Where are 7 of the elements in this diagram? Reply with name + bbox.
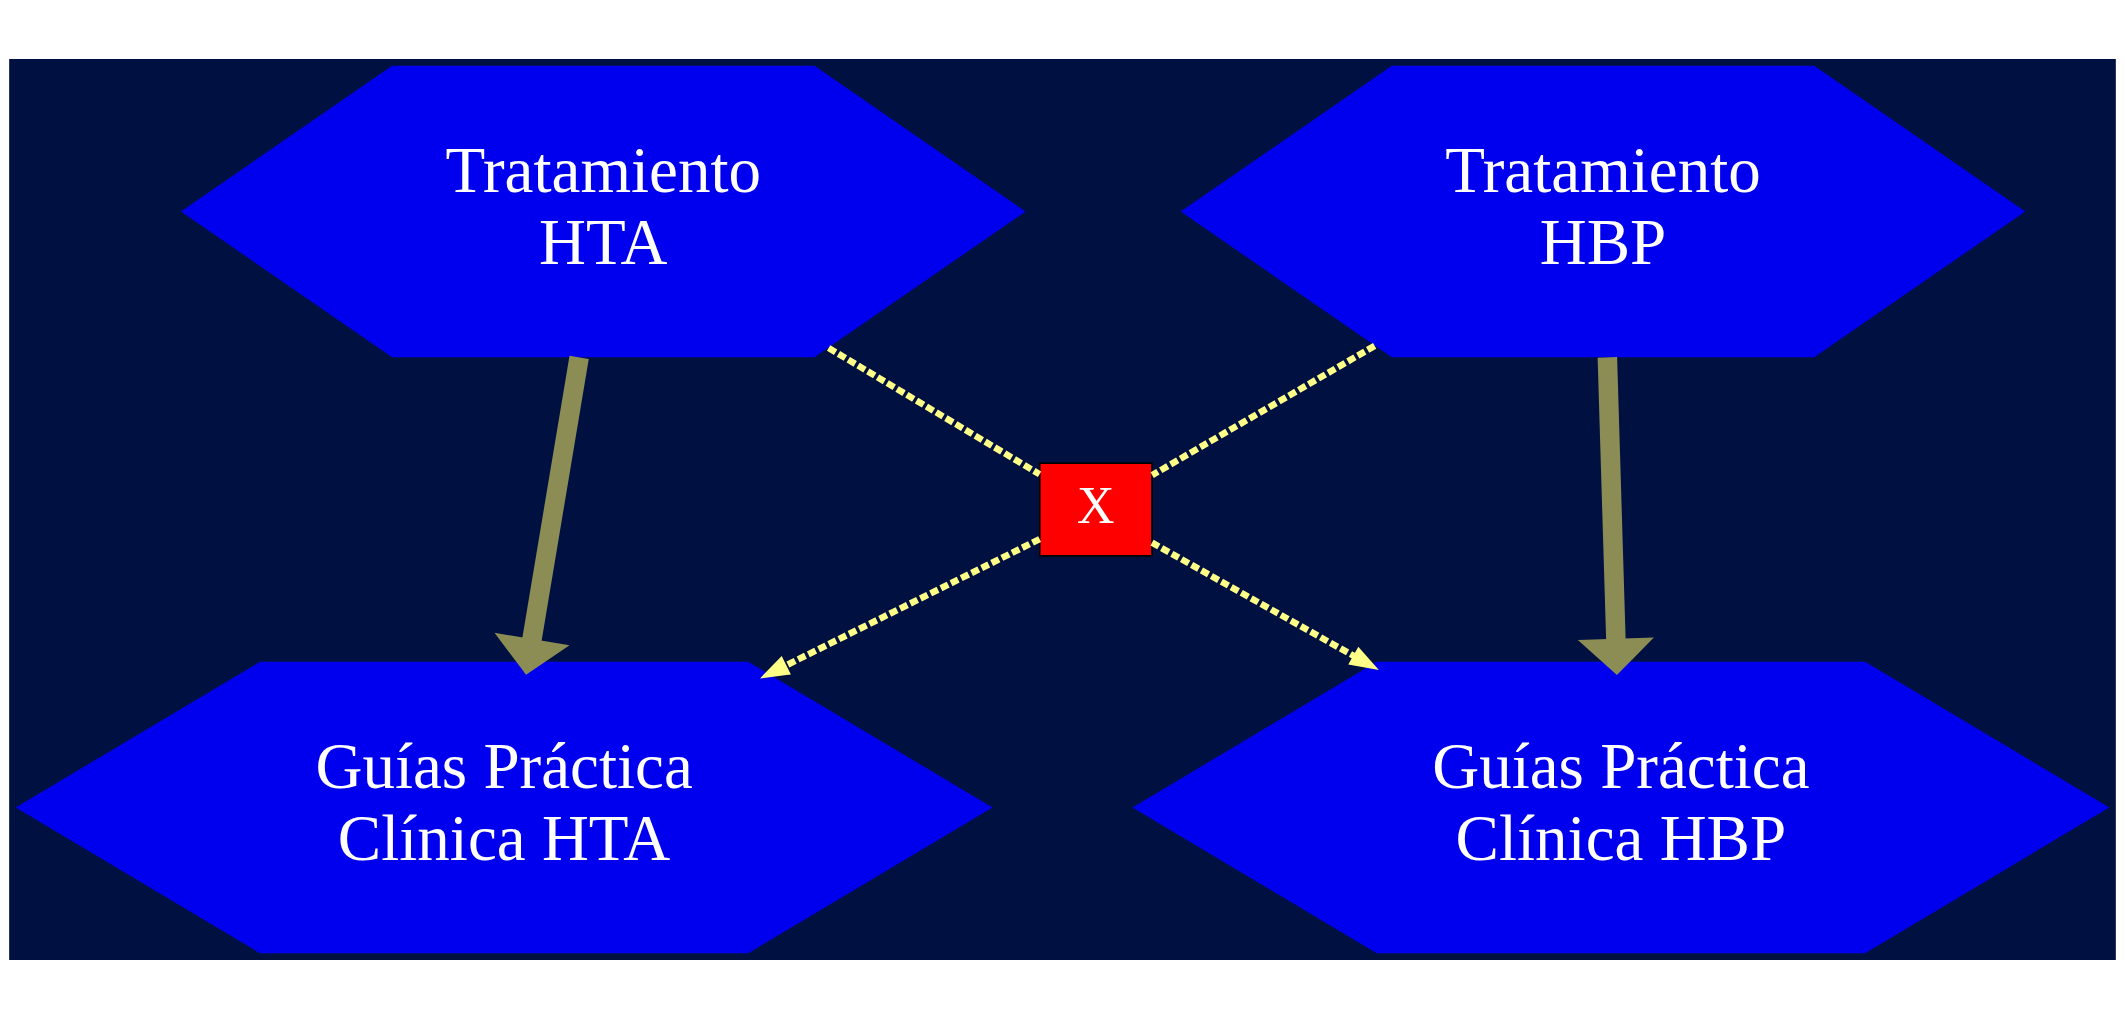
node-box: X [1038,462,1153,557]
arrow [1150,539,1379,671]
connector [826,345,1042,477]
arrow [494,355,589,675]
arrow [760,536,1042,679]
connector [1150,343,1377,478]
arrow [1577,357,1654,675]
